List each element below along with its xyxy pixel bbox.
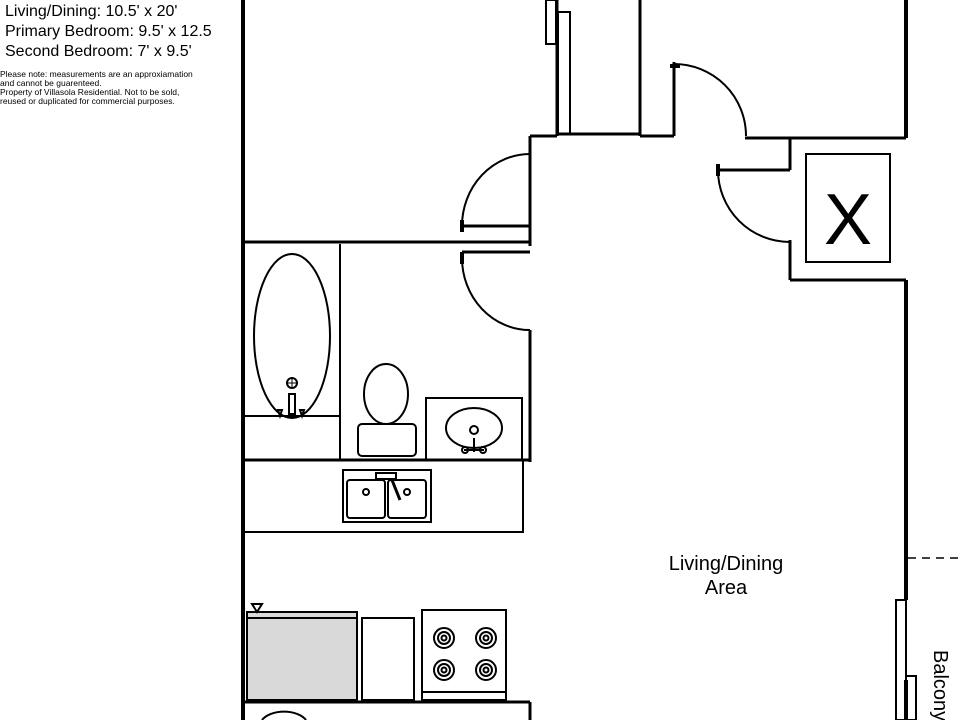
room-label-line2: Area	[705, 577, 748, 599]
door-swings	[460, 63, 791, 331]
living-dining-dimension: Living/Dining: 10.5' x 20'	[5, 3, 178, 20]
bathroom-sink	[425, 397, 523, 461]
closet-shelves	[545, 0, 571, 135]
lower-wall	[243, 700, 532, 720]
primary-bedroom-dimension: Primary Bedroom: 9.5' x 12.5	[5, 23, 212, 40]
hall-walls	[243, 224, 532, 462]
closet-box	[805, 153, 891, 263]
room-label-line1: Living/Dining	[669, 553, 784, 575]
closet-mark: X	[824, 180, 872, 260]
disclaimer-line: and cannot be guarenteed.	[0, 78, 102, 88]
disclaimer-note: Please note: measurements are an approxi…	[0, 70, 240, 106]
second-bedroom-dimension: Second Bedroom: 7' x 9.5'	[5, 43, 192, 60]
balcony-label: Balcony	[929, 650, 951, 720]
kitchen-counter	[242, 459, 524, 533]
dimensions-list: Living/Dining: 10.5' x 20' Primary Bedro…	[5, 2, 212, 62]
toilet	[357, 363, 417, 457]
bathtub	[243, 253, 341, 460]
dishwasher	[361, 617, 415, 701]
disclaimer-line: Property of Villasola Residential. Not t…	[0, 87, 180, 97]
stove	[421, 609, 507, 701]
disclaimer-line: Please note: measurements are an approxi…	[0, 69, 193, 79]
disclaimer-line: reused or duplicated for commercial purp…	[0, 96, 175, 106]
refrigerator	[246, 603, 358, 701]
balcony-door	[895, 557, 960, 720]
